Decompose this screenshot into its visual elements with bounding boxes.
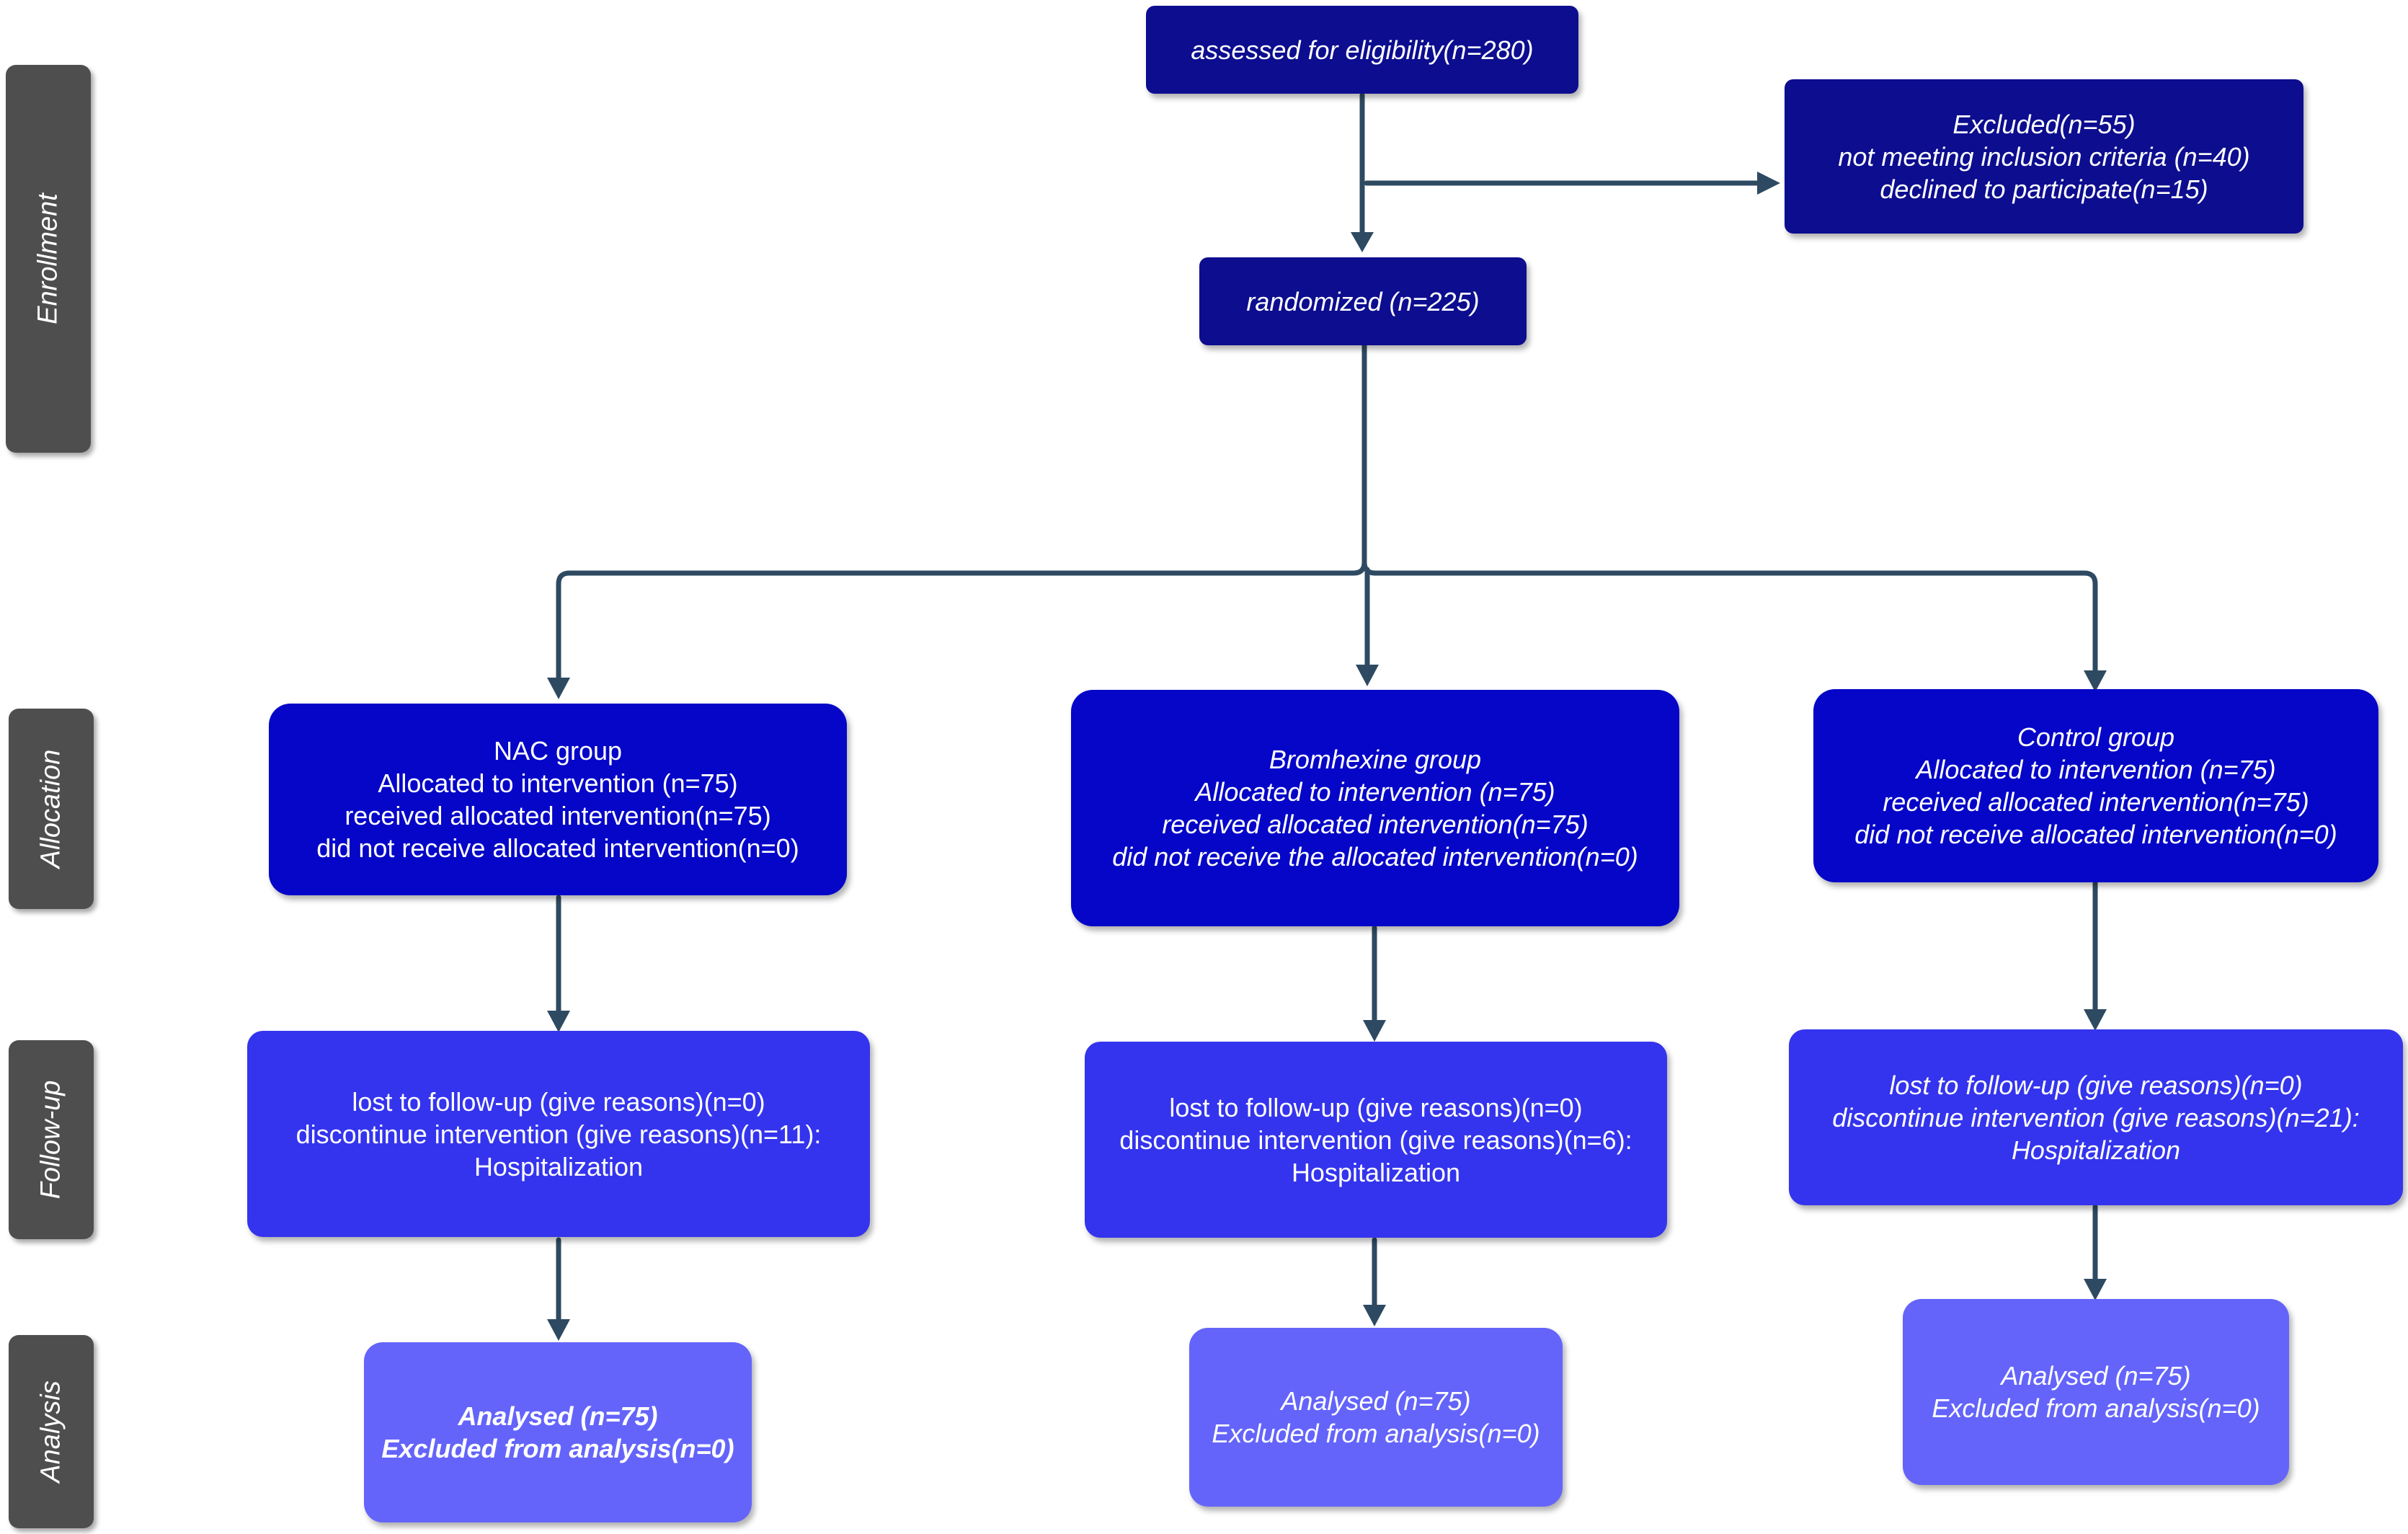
- arrowhead-control-followup: [2084, 1009, 2107, 1031]
- bromhexine-analysed: Analysed (n=75): [1281, 1386, 1471, 1416]
- nac-not-received: did not receive allocated intervention(n…: [316, 833, 799, 863]
- arrowhead-bromhexine-analysis: [1363, 1305, 1386, 1326]
- stage-allocation-label: Allocation: [35, 749, 66, 869]
- nac-group-title: NAC group: [493, 736, 623, 766]
- arrowhead-randomized: [1351, 232, 1374, 252]
- allocation-branch: [556, 559, 1367, 686]
- nac-allocation-box: NAC group Allocated to intervention (n=7…: [269, 704, 847, 895]
- nac-discontinued: discontinue intervention (give reasons)(…: [296, 1119, 822, 1149]
- nac-lost-to-followup: lost to follow-up (give reasons)(n=0): [352, 1086, 765, 1117]
- arrowhead-excluded: [1757, 172, 1780, 195]
- bromhexine-group-title: Bromhexine group: [1269, 745, 1482, 774]
- nac-analysed: Analysed (n=75): [458, 1401, 658, 1431]
- control-excluded-from-analysis: Excluded from analysis(n=0): [1932, 1393, 2260, 1423]
- stage-allocation: Allocation: [9, 709, 94, 909]
- control-received: received allocated intervention(n=75): [1883, 787, 2309, 817]
- control-allocated: Allocated to intervention (n=75): [1916, 755, 2276, 784]
- arrowhead-bromhexine-allocation: [1356, 665, 1379, 686]
- stage-enrollment: Enrollment: [6, 65, 91, 453]
- control-analysis-box: Analysed (n=75) Excluded from analysis(n…: [1903, 1299, 2289, 1485]
- excluded-reason-2: declined to participate(n=15): [1880, 174, 2208, 204]
- arrowhead-bromhexine-followup: [1363, 1020, 1386, 1042]
- control-discontinue-reason: Hospitalization: [2011, 1135, 2181, 1165]
- nac-followup-box: lost to follow-up (give reasons)(n=0) di…: [247, 1031, 870, 1237]
- arrowhead-control-allocation: [2084, 670, 2107, 692]
- bromhexine-followup-box: lost to follow-up (give reasons)(n=0) di…: [1085, 1042, 1667, 1238]
- nac-allocated: Allocated to intervention (n=75): [378, 768, 738, 798]
- arrowhead-control-analysis: [2084, 1279, 2107, 1300]
- bromhexine-discontinue-reason: Hospitalization: [1291, 1157, 1461, 1187]
- assessed-box: assessed for eligibility(n=280): [1146, 6, 1578, 94]
- randomized-text: randomized (n=225): [1246, 286, 1480, 316]
- control-not-received: did not receive allocated intervention(n…: [1854, 820, 2337, 849]
- control-discontinued: discontinue intervention (give reasons)(…: [1832, 1102, 2360, 1132]
- nac-discontinue-reason: Hospitalization: [474, 1151, 644, 1181]
- stage-followup-label: Follow-up: [35, 1080, 66, 1200]
- arrowhead-nac-followup: [547, 1011, 570, 1032]
- bromhexine-not-received: did not receive the allocated interventi…: [1112, 842, 1638, 872]
- arrowhead-nac-analysis: [547, 1319, 570, 1341]
- nac-received: received allocated intervention(n=75): [345, 801, 771, 830]
- nac-excluded-from-analysis: Excluded from analysis(n=0): [381, 1434, 734, 1463]
- bromhexine-allocated: Allocated to intervention (n=75): [1195, 777, 1555, 807]
- stage-enrollment-label: Enrollment: [32, 193, 63, 324]
- bromhexine-discontinued: discontinue intervention (give reasons)(…: [1119, 1125, 1632, 1155]
- assessed-text: assessed for eligibility(n=280): [1191, 35, 1534, 65]
- control-analysed: Analysed (n=75): [2001, 1361, 2191, 1391]
- control-allocation-box: Control group Allocated to intervention …: [1813, 689, 2378, 882]
- bromhexine-excluded-from-analysis: Excluded from analysis(n=0): [1212, 1419, 1540, 1448]
- excluded-title: Excluded(n=55): [1952, 109, 2136, 139]
- nac-analysis-box: Analysed (n=75) Excluded from analysis(n…: [364, 1342, 752, 1522]
- control-followup-box: lost to follow-up (give reasons)(n=0) di…: [1789, 1029, 2403, 1205]
- bromhexine-lost-to-followup: lost to follow-up (give reasons)(n=0): [1169, 1092, 1583, 1122]
- excluded-box: Excluded(n=55) not meeting inclusion cri…: [1785, 79, 2303, 234]
- bromhexine-received: received allocated intervention(n=75): [1162, 810, 1589, 839]
- bromhexine-analysis-box: Analysed (n=75) Excluded from analysis(n…: [1189, 1328, 1563, 1507]
- bromhexine-allocation-box: Bromhexine group Allocated to interventi…: [1071, 690, 1679, 926]
- excluded-reason-1: not meeting inclusion criteria (n=40): [1838, 141, 2250, 172]
- allocation-branch-right: [1361, 559, 2098, 679]
- stage-followup: Follow-up: [9, 1040, 94, 1239]
- stage-analysis-label: Analysis: [35, 1380, 66, 1483]
- control-group-title: Control group: [2017, 722, 2175, 752]
- randomized-box: randomized (n=225): [1199, 257, 1527, 345]
- control-lost-to-followup: lost to follow-up (give reasons)(n=0): [1889, 1070, 2303, 1100]
- arrowhead-nac-allocation: [547, 678, 570, 699]
- stage-analysis: Analysis: [9, 1335, 94, 1528]
